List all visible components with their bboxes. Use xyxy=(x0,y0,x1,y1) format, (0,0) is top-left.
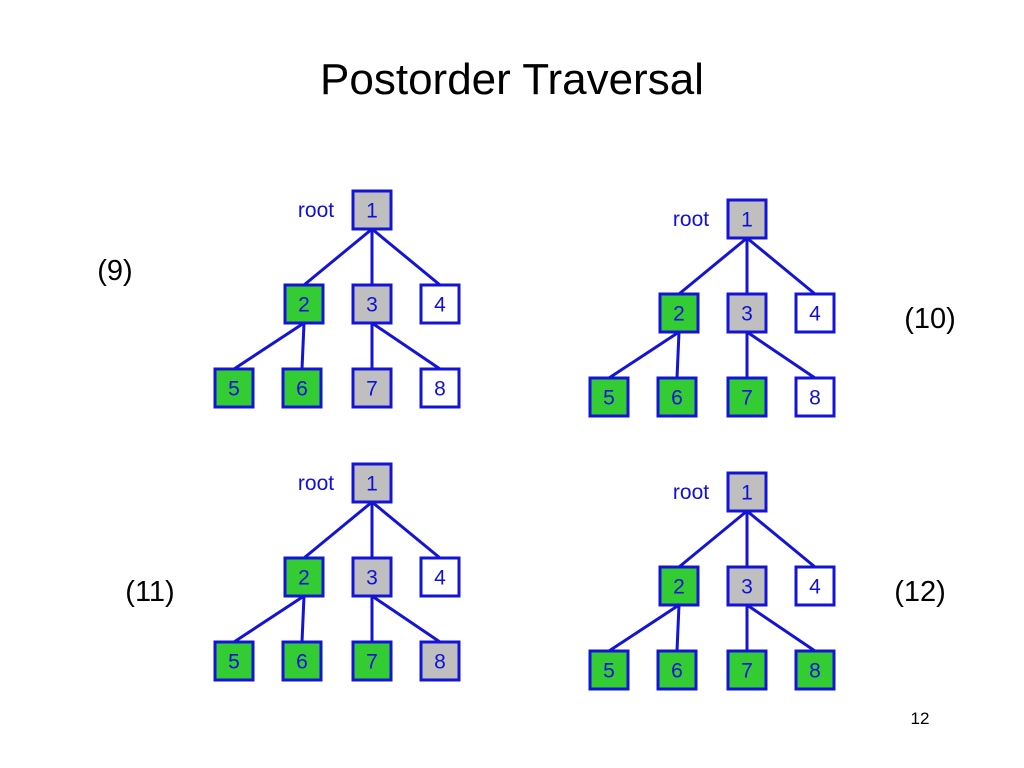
tree-node-4 xyxy=(794,565,836,607)
tree-node-1 xyxy=(351,189,393,231)
tree-node-label: 3 xyxy=(741,576,753,599)
tree-edge-3-8 xyxy=(371,321,441,371)
tree-node-2 xyxy=(283,556,325,598)
tree-node-label: 7 xyxy=(366,378,378,401)
tree-node-8 xyxy=(419,367,461,409)
tree-node-2 xyxy=(658,292,700,334)
tree-node-4 xyxy=(419,556,461,598)
tree-node-label: 8 xyxy=(809,660,821,683)
tree-edge-1-4 xyxy=(371,227,441,287)
root-label: root xyxy=(673,208,709,231)
tree-node-label: 2 xyxy=(673,303,685,326)
tree-edge-2-5 xyxy=(233,594,305,644)
tree-node-label: 1 xyxy=(366,200,378,223)
tree-step-9: 1 2 3 4 5 6 7 8 root xyxy=(213,189,461,409)
tree-node-4 xyxy=(419,283,461,325)
tree-edge-2-5 xyxy=(608,603,680,653)
tree-node-label: 8 xyxy=(434,651,446,674)
tree-node-1 xyxy=(726,198,768,240)
tree-edge-3-8 xyxy=(371,594,441,644)
tree-node-label: 3 xyxy=(366,567,378,590)
tree-node-7 xyxy=(351,640,393,682)
tree-edge-2-6 xyxy=(300,322,306,370)
tree-node-7 xyxy=(726,376,768,418)
step-label-9: (9) xyxy=(97,255,133,287)
tree-edge-2-6 xyxy=(675,331,681,379)
tree-node-5 xyxy=(588,649,630,691)
tree-step-12: 1 2 3 4 5 6 7 8 root xyxy=(588,471,836,691)
tree-node-label: 7 xyxy=(741,387,753,410)
tree-node-label: 3 xyxy=(741,303,753,326)
tree-node-7 xyxy=(351,367,393,409)
tree-edge-2-5 xyxy=(233,321,305,371)
tree-node-4 xyxy=(794,292,836,334)
tree-edge-1-2 xyxy=(303,500,373,560)
tree-edge-1-4 xyxy=(371,500,441,560)
tree-node-8 xyxy=(794,649,836,691)
tree-node-6 xyxy=(281,640,323,682)
tree-node-6 xyxy=(656,649,698,691)
tree-edge-1-2 xyxy=(678,236,748,296)
root-label: root xyxy=(298,472,334,495)
tree-node-label: 2 xyxy=(673,576,685,599)
tree-node-6 xyxy=(281,367,323,409)
tree-node-label: 8 xyxy=(809,387,821,410)
tree-node-5 xyxy=(213,640,255,682)
root-label: root xyxy=(298,199,334,222)
tree-node-5 xyxy=(213,367,255,409)
step-label-10: (10) xyxy=(904,303,956,335)
tree-node-label: 6 xyxy=(296,651,308,674)
tree-step-11: 1 2 3 4 5 6 7 8 root xyxy=(213,462,461,682)
tree-node-8 xyxy=(794,376,836,418)
tree-node-label: 1 xyxy=(366,473,378,496)
tree-node-label: 1 xyxy=(741,482,753,505)
tree-node-5 xyxy=(588,376,630,418)
tree-node-6 xyxy=(656,376,698,418)
tree-step-10: 1 2 3 4 5 6 7 8 root xyxy=(588,198,836,418)
tree-edge-2-6 xyxy=(675,604,681,652)
tree-node-3 xyxy=(726,565,768,607)
tree-node-label: 5 xyxy=(603,387,615,410)
tree-node-1 xyxy=(351,462,393,504)
step-label-11: (11) xyxy=(125,576,175,608)
tree-edge-3-8 xyxy=(746,603,816,653)
root-label: root xyxy=(673,481,709,504)
tree-edge-3-8 xyxy=(746,330,816,380)
tree-edge-2-6 xyxy=(300,595,306,643)
tree-node-label: 5 xyxy=(603,660,615,683)
tree-node-label: 6 xyxy=(671,660,683,683)
tree-edge-1-4 xyxy=(746,236,816,296)
tree-node-label: 3 xyxy=(366,294,378,317)
slide-title: Postorder Traversal xyxy=(320,55,704,104)
tree-node-8 xyxy=(419,640,461,682)
tree-node-label: 4 xyxy=(809,576,821,599)
tree-node-label: 5 xyxy=(228,378,240,401)
tree-edge-1-4 xyxy=(746,509,816,569)
tree-node-2 xyxy=(283,283,325,325)
tree-node-label: 4 xyxy=(434,567,446,590)
tree-node-label: 7 xyxy=(366,651,378,674)
tree-node-label: 8 xyxy=(434,378,446,401)
tree-node-7 xyxy=(726,649,768,691)
tree-node-3 xyxy=(351,283,393,325)
tree-edge-2-5 xyxy=(608,330,680,380)
tree-node-label: 5 xyxy=(228,651,240,674)
tree-edge-1-2 xyxy=(303,227,373,287)
page-number: 12 xyxy=(910,709,930,728)
tree-node-label: 6 xyxy=(296,378,308,401)
tree-node-label: 4 xyxy=(809,303,821,326)
tree-edge-1-2 xyxy=(678,509,748,569)
tree-node-3 xyxy=(726,292,768,334)
tree-node-label: 2 xyxy=(298,294,310,317)
tree-node-1 xyxy=(726,471,768,513)
step-label-12: (12) xyxy=(894,576,946,608)
tree-node-label: 6 xyxy=(671,387,683,410)
tree-node-label: 7 xyxy=(741,660,753,683)
tree-node-label: 1 xyxy=(741,209,753,232)
tree-node-3 xyxy=(351,556,393,598)
tree-node-label: 4 xyxy=(434,294,446,317)
tree-node-label: 2 xyxy=(298,567,310,590)
tree-node-2 xyxy=(658,565,700,607)
